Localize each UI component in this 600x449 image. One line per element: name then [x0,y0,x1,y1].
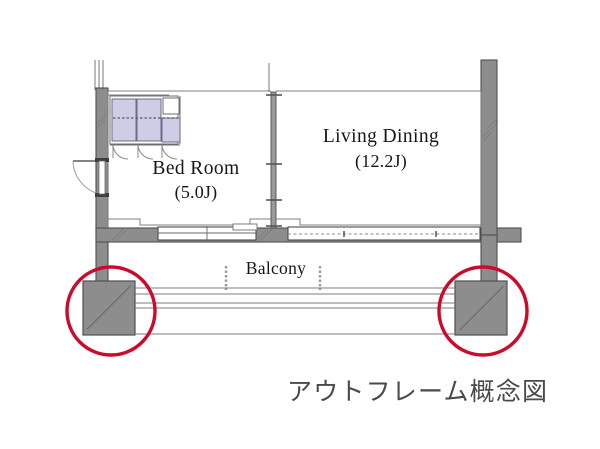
wall-right-arm [496,227,522,243]
figure-caption: アウトフレーム概念図 [287,377,548,406]
closet-panel-middle [136,98,162,142]
room-label-living-dining: Living Dining [323,126,439,147]
closet-panel-right [161,117,181,143]
door-jamb-bottom [95,193,109,197]
door-opening [98,160,106,195]
corner-columns [82,280,508,336]
swing-door [72,158,109,197]
closet-shelf-box [162,97,180,115]
built-in-closet [109,95,181,160]
highlight-circles [65,265,529,357]
balcony-label: Balcony [246,258,306,278]
room-area-living-dining: (12.2J) [355,151,407,172]
balcony-dividers [224,266,322,290]
wall-left-lower [95,235,109,283]
room-area-bed-room: (5.0J) [175,182,218,203]
highlight-circle-left [65,265,157,357]
upper-guide-lines [94,60,270,92]
room-label-bed-room: Bed Room [152,158,239,179]
wall-right-exterior [480,59,498,236]
interior-partition-wall [266,91,282,229]
closet-door-arcs [112,143,178,160]
highlight-circle-right [437,265,529,357]
wall-right-lower [480,234,498,284]
closet-panel-left [111,98,137,142]
balcony-railing [135,287,455,335]
sliding-door-transom [232,223,258,231]
sliding-glass-doors [157,223,481,241]
door-jamb-top [95,158,109,162]
